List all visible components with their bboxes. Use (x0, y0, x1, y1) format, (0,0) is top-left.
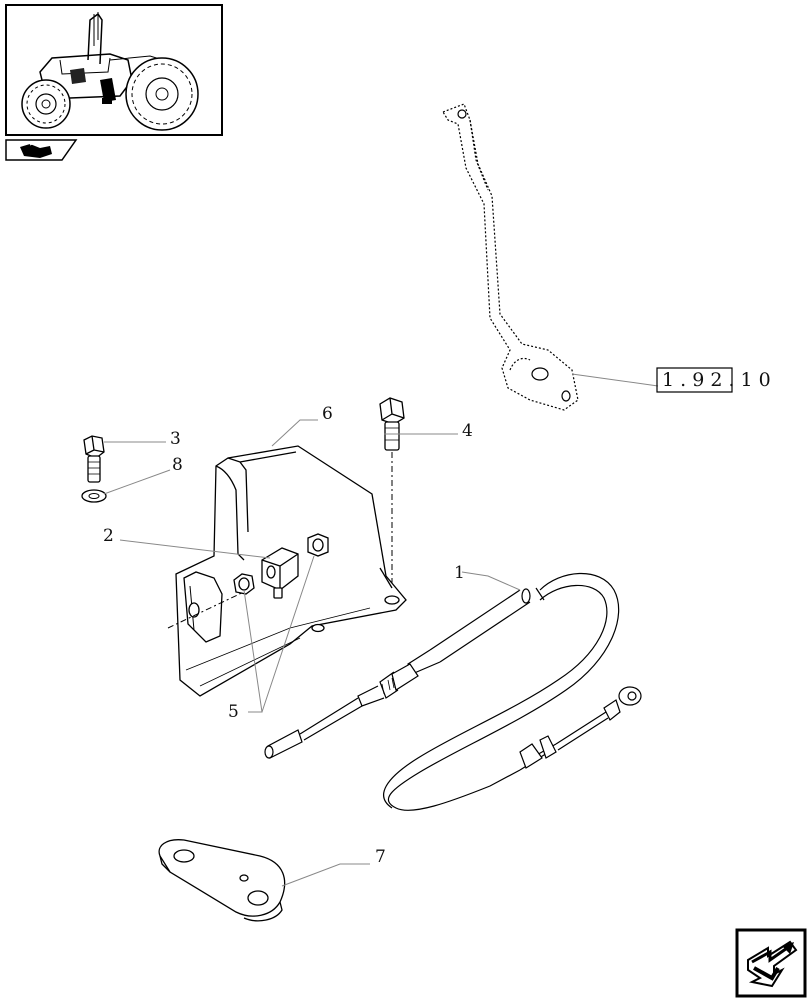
washer-8 (81, 489, 107, 503)
callout-2[interactable]: 2 (103, 526, 114, 546)
tractor-thumbnail-icon[interactable] (5, 4, 223, 136)
cable-1 (264, 572, 642, 811)
reference-code[interactable]: 1 . 9 2 . 1 0 (662, 369, 771, 391)
leader-lines (103, 419, 521, 887)
callout-3[interactable]: 3 (170, 429, 181, 449)
plate-7 (158, 839, 286, 922)
control-lever (442, 103, 579, 411)
callout-7[interactable]: 7 (375, 847, 386, 867)
reference-box (656, 367, 733, 393)
callout-6[interactable]: 6 (322, 404, 333, 424)
bolt-3 (83, 435, 105, 483)
bracket-axis (167, 589, 249, 629)
bolt-4 (379, 397, 405, 451)
block-2 (261, 547, 299, 599)
next-page-arrow-icon[interactable] (735, 928, 807, 998)
callout-1[interactable]: 1 (454, 563, 465, 583)
nut-5-right (307, 533, 329, 557)
callout-8[interactable]: 8 (172, 455, 183, 475)
callout-5[interactable]: 5 (228, 702, 239, 722)
callout-4[interactable]: 4 (462, 421, 473, 441)
leader-line-reference (571, 373, 659, 387)
section-tab-icon[interactable] (5, 139, 78, 161)
